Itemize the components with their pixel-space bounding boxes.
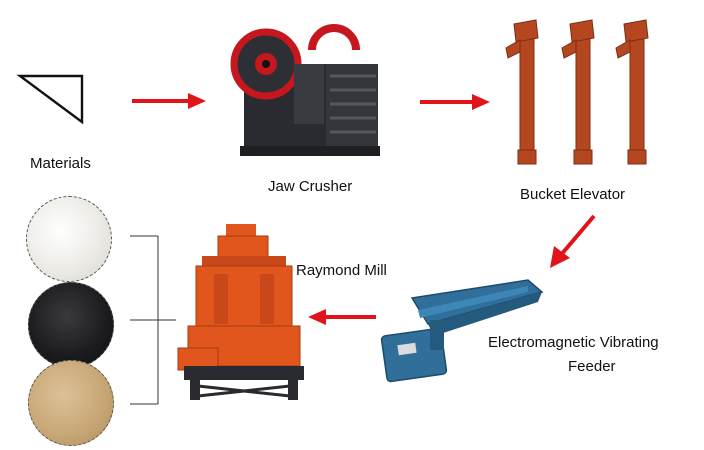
arrow-crusher-to-elevator [420, 94, 490, 110]
product-sample-sand-powder [28, 360, 114, 446]
bucket-elevator-image [505, 19, 649, 165]
jaw-crusher-label: Jaw Crusher [268, 178, 353, 195]
raymond-mill-label: Raymond Mill [296, 262, 387, 279]
arrow-feeder-to-mill [308, 309, 376, 325]
arrow-elevator-to-feeder [550, 214, 596, 268]
materials-icon [16, 74, 84, 125]
arrow-materials-to-crusher [132, 93, 206, 109]
raymond-mill-image [177, 224, 304, 400]
materials-label: Materials [30, 155, 91, 172]
vibrating-feeder-image [380, 279, 544, 383]
bucket-elevator-label: Bucket Elevator [520, 186, 626, 203]
vibrating-feeder-label-line1: Electromagnetic Vibrating [488, 334, 659, 351]
jaw-crusher-image [230, 24, 380, 156]
product-sample-black-powder [28, 282, 114, 368]
product-sample-white-powder [26, 196, 112, 282]
product-bracket [130, 235, 176, 405]
vibrating-feeder-label-line2: Feeder [568, 358, 616, 375]
